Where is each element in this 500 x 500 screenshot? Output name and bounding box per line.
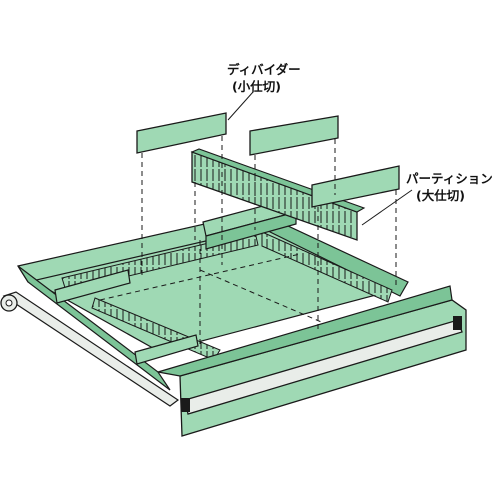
rail-roller-hub: [5, 299, 13, 307]
drawer-front-top: [157, 285, 453, 377]
divider-floating[interactable]: [249, 115, 339, 156]
handle-cap-right: [453, 316, 462, 330]
divider-floating[interactable]: [136, 112, 227, 154]
divider-leader-line: [227, 91, 254, 121]
left-slide-rail: [2, 291, 180, 407]
divider-sublabel: (小仕切): [232, 79, 281, 94]
partition-leader-line: [361, 189, 413, 226]
divider-floating[interactable]: [311, 165, 400, 208]
installed-divider[interactable]: [54, 269, 131, 304]
divider-label: ディバイダー: [227, 62, 301, 77]
partition-label: パーティション: [406, 171, 493, 186]
handle-cap-left: [181, 398, 190, 412]
partition-sublabel: (大仕切): [416, 188, 465, 203]
right-rib-rail: [261, 231, 393, 303]
drop-guides: [141, 136, 397, 345]
floor-guide-line: [199, 269, 341, 331]
installed-divider[interactable]: [134, 334, 199, 365]
installed-partition-side: [205, 211, 297, 250]
